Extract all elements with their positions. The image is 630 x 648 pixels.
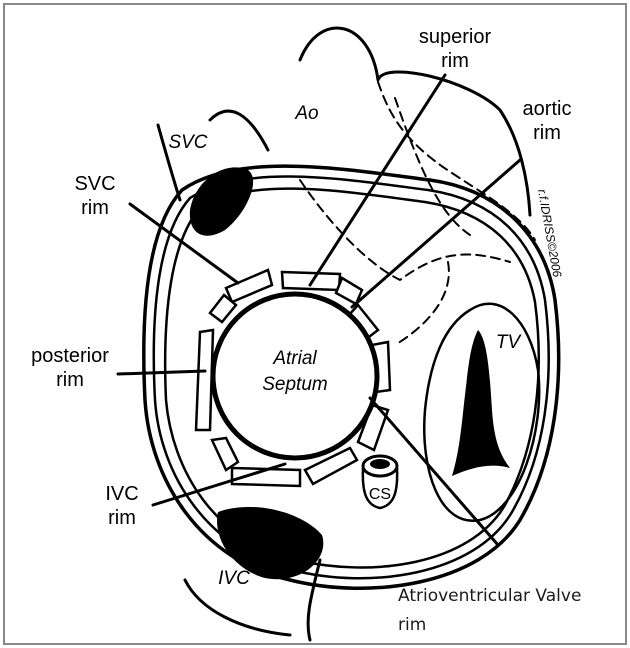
label-svc-rim-title: SVC: [74, 173, 115, 195]
label-aortic: aortic: [523, 98, 572, 120]
label-posterior-rim: rim: [56, 369, 84, 391]
label-aortic-rim: rim: [533, 122, 561, 144]
coronary-sinus-orifice: [370, 459, 390, 469]
label-svc-rim: rim: [81, 197, 109, 219]
label-posterior: posterior: [31, 345, 109, 367]
label-ivc: IVC: [218, 568, 250, 589]
label-superior: superior: [419, 26, 492, 48]
label-cs: CS: [369, 486, 391, 503]
label-superior-rim: rim: [441, 50, 469, 72]
label-ivc-rim: rim: [108, 507, 136, 529]
label-septum: Septum: [262, 374, 327, 395]
rim-segment-posterior: [196, 330, 213, 430]
label-ao: Ao: [294, 103, 318, 124]
label-tv: TV: [496, 332, 523, 353]
label-svc: SVC: [168, 132, 207, 153]
label-atrial: Atrial: [272, 348, 317, 369]
label-av-valve: Atrioventricular Valve: [398, 586, 581, 606]
label-ivc-rim-title: IVC: [105, 483, 138, 505]
label-av-valve-rim: rim: [398, 615, 426, 635]
